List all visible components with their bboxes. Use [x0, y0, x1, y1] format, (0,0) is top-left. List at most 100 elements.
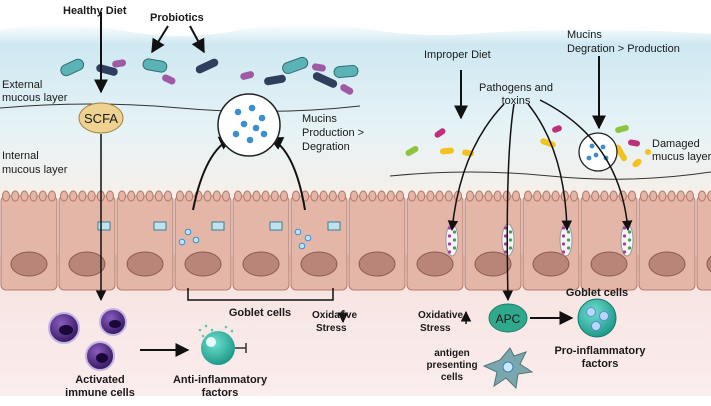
mucin-dot [260, 130, 268, 138]
pathogen-particle [503, 226, 508, 230]
microvillus [533, 190, 542, 202]
right-oxidative-label-2: Stress [420, 323, 451, 334]
pathogen-particle [561, 242, 566, 246]
bacterium [282, 56, 309, 75]
activated-immune-label-1: Activated [75, 374, 125, 386]
microvillus [154, 190, 163, 202]
right-oxidative-label-1: Oxidative [418, 310, 463, 321]
bacterium [311, 63, 326, 72]
probiotics-arrow-right [189, 25, 205, 54]
external-internal-boundary [0, 103, 361, 113]
pathogen-arrow-3 [527, 103, 573, 232]
disrupted-junction [620, 223, 634, 257]
damaged-mucin-granule [578, 132, 618, 172]
tight-junction [211, 221, 225, 231]
pathogen-particle [508, 246, 513, 250]
pathogen-particle [566, 238, 571, 242]
cell-nucleus [242, 251, 280, 277]
antigen-label-2: presenting [426, 360, 477, 371]
microvillus [328, 190, 337, 202]
anti-inflammatory-label-2: factors [202, 387, 239, 399]
microvillus [292, 190, 300, 202]
scfa-label: SCFA [84, 111, 118, 126]
antigen-label-1: antigen [434, 348, 470, 359]
probiotic-bacteria [60, 56, 359, 95]
microvillus [359, 190, 368, 202]
microvillus [551, 190, 560, 202]
microvillus [87, 190, 96, 202]
pathogen-particle [508, 230, 513, 234]
pathogen-particle [503, 234, 508, 238]
improper-diet-label: Improper Diet [424, 49, 491, 61]
microvillus [542, 190, 551, 202]
mucin-vesicle [184, 228, 192, 236]
microvillus [649, 190, 658, 202]
bacterium [195, 58, 219, 74]
mucin-dots [232, 104, 268, 144]
highlight [206, 337, 216, 347]
microvillus [106, 190, 114, 202]
microvillus [11, 190, 20, 202]
microvillus [38, 190, 47, 202]
microvillus [176, 190, 184, 202]
pathogen-particle [508, 238, 513, 242]
anti-inflammatory-label-1: Anti-inflammatory [173, 374, 268, 386]
microvillus [484, 190, 493, 202]
pro-inflammatory-label-2: factors [582, 358, 619, 370]
microvillus [417, 190, 426, 202]
cell-nucleus [416, 251, 454, 277]
mucin-dot [248, 104, 256, 112]
microvillus [386, 190, 395, 202]
microvillus [350, 190, 358, 202]
mucin-vesicle [178, 238, 186, 246]
cell-nucleus [184, 251, 222, 277]
microvillus [676, 190, 685, 202]
microvillus [243, 190, 252, 202]
microvillus [502, 190, 511, 202]
microvillus [319, 190, 328, 202]
secreted-factors [198, 324, 234, 338]
tight-junction [327, 221, 341, 231]
mucus-region [0, 23, 711, 200]
microvillus [185, 190, 194, 202]
microvillus [686, 190, 694, 202]
mucin-vesicle [304, 234, 312, 242]
mucin-vesicle [294, 228, 302, 236]
microvillus [48, 190, 56, 202]
activated-immune-cells [48, 308, 127, 371]
anti-inflammatory-cell [201, 331, 235, 365]
pathogen-particle [452, 230, 457, 234]
pathogen-particle [627, 230, 632, 234]
pathogen-particle [503, 242, 508, 246]
cell-nucleus [590, 251, 628, 277]
mucin-dot [232, 130, 240, 138]
microvillus [270, 190, 279, 202]
pathogen-particle [561, 250, 566, 254]
pathogen-particle [561, 226, 566, 230]
cell-nucleus [10, 251, 48, 277]
microvillus [658, 190, 667, 202]
scfa-molecule [78, 102, 124, 134]
bacterium [340, 84, 354, 95]
microvillus [145, 190, 154, 202]
microvillus [396, 190, 404, 202]
tight-junction [97, 221, 111, 231]
tight-junction [153, 221, 167, 231]
bacterium [333, 64, 359, 79]
pathogen-particle [452, 238, 457, 242]
damaged-layer-label-1: Damaged [652, 138, 700, 150]
microvillus [60, 190, 68, 202]
pathogens-label-1: Pathogens and [479, 82, 553, 94]
microvillus [234, 190, 242, 202]
nucleus [109, 320, 121, 328]
right-mucins-label-1: Mucins [567, 29, 602, 41]
pathogen-arrow-4 [539, 99, 633, 232]
internal-layer-label-1: Internal [2, 150, 39, 162]
cell-nucleus [474, 251, 512, 277]
microvillus [377, 190, 386, 202]
pathogen-particle [503, 250, 508, 254]
microvillus [280, 190, 288, 202]
oxidative-stress-label-1: Oxidative [312, 310, 357, 321]
pathogens-label-2: toxins [502, 95, 531, 107]
